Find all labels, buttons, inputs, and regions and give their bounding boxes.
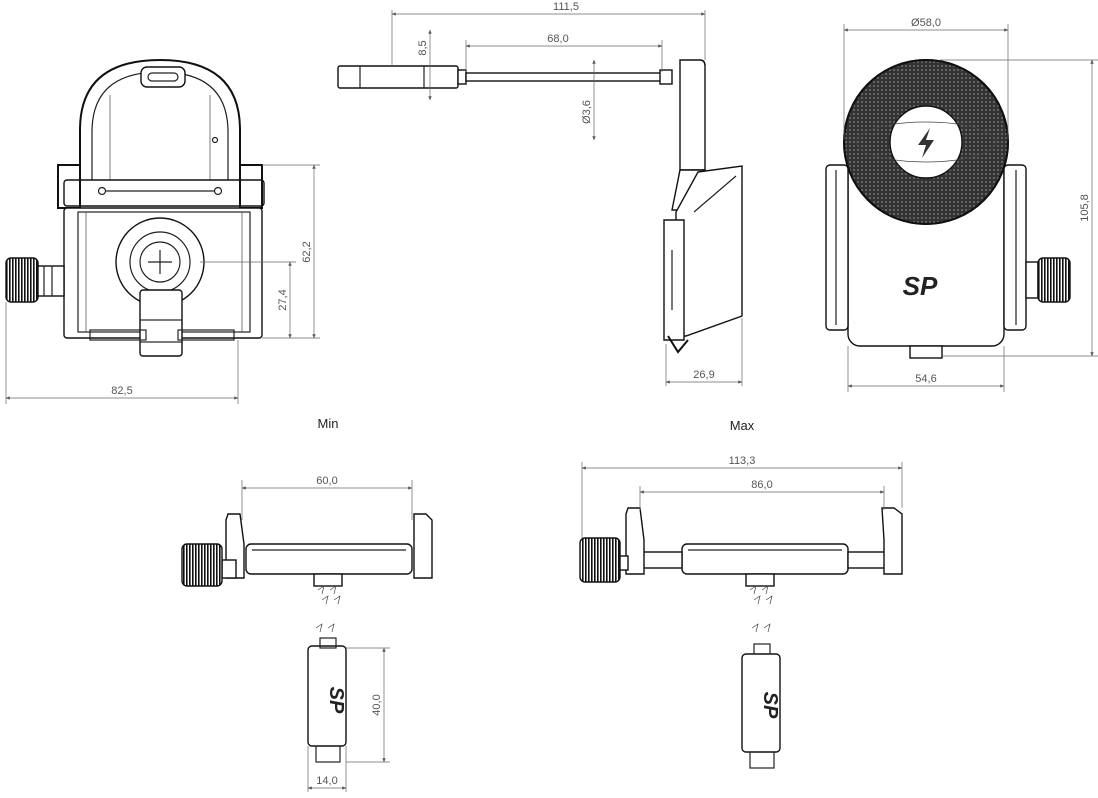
max-view: 113,3 86,0 SP — [579, 455, 903, 769]
clip-logo: SP — [325, 687, 347, 714]
dim-front-width: 82,5 — [111, 385, 132, 397]
dim-side-diameter: Ø3,6 — [581, 100, 593, 124]
dim-side-tube: 8,5 — [417, 40, 429, 55]
label-max: Max — [730, 418, 755, 433]
dim-back-diameter: Ø58,0 — [911, 17, 941, 29]
dim-max-outer: 113,3 — [729, 455, 756, 467]
side-view: 111,5 68,0 8,5 Ø3,6 26,9 — [337, 1, 743, 386]
dim-clip-height: 40,0 — [371, 694, 383, 715]
dim-front-height: 62,2 — [301, 241, 313, 262]
dim-side-depth: 26,9 — [693, 369, 714, 381]
dim-max-inner: 86,0 — [751, 479, 772, 491]
dim-back-height: 105,8 — [1079, 194, 1091, 222]
dim-front-center: 27,4 — [277, 289, 289, 310]
dim-min-width: 60,0 — [316, 475, 337, 487]
front-view: 82,5 62,2 27,4 — [5, 58, 320, 404]
min-view: 60,0 SP 40,0 14,0 — [181, 475, 433, 792]
label-min: Min — [318, 416, 339, 431]
back-view: SP Ø58,0 105,8 54,6 — [825, 17, 1098, 392]
dim-side-total: 111,5 — [553, 1, 579, 13]
dim-side-arm: 68,0 — [547, 33, 568, 45]
lightning-icon — [918, 128, 934, 158]
brand-logo: SP — [903, 271, 938, 301]
clip-logo-max: SP — [759, 692, 781, 719]
dim-back-width: 54,6 — [915, 373, 936, 385]
dim-clip-width: 14,0 — [316, 775, 337, 787]
